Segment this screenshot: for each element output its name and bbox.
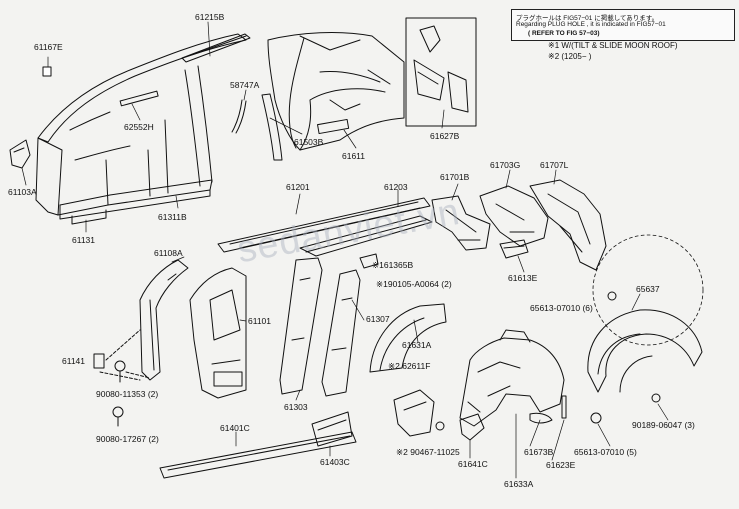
pillar-61108A xyxy=(139,259,189,381)
pillar-61101 xyxy=(189,267,247,399)
part-61641C xyxy=(459,413,485,441)
part-label: 61303 xyxy=(284,402,308,412)
bolt-90080-11353 xyxy=(114,360,126,383)
note-line-english: Regarding PLUG HOLE , it is indicated in… xyxy=(516,21,666,28)
option-note-1: ※1 W/(TILT & SLIDE MOON ROOF) xyxy=(548,41,678,50)
part-label: 61623E xyxy=(546,460,576,470)
inset-61627B-box xyxy=(405,17,477,127)
part-label: ※161365B xyxy=(372,260,413,270)
part-label: 61307 xyxy=(366,314,390,324)
clip-65613-07010-6 xyxy=(607,291,617,301)
part-label: 61215B xyxy=(195,12,225,22)
part-label: 61131 xyxy=(72,235,95,245)
note-line-japanese: プラグホールは FIG57−01 に掲載してあります。 xyxy=(516,15,659,22)
quarter-panel-drawing xyxy=(267,32,405,151)
pillar-61307 xyxy=(321,269,361,397)
part-label: 61611 xyxy=(342,151,365,161)
bolt-90467-11025 xyxy=(435,421,445,431)
bracket-61701B xyxy=(431,195,491,251)
part-label: ※2 90467-11025 xyxy=(396,447,460,457)
roof-rail-61215B xyxy=(181,33,251,63)
part-label: 61401C xyxy=(220,423,250,433)
part-label: 61613E xyxy=(508,273,538,283)
part-label: 65613-07010 (5) xyxy=(574,447,637,457)
part-61623E xyxy=(561,395,567,419)
bolt-90080-17267 xyxy=(112,406,124,427)
clip-61167E xyxy=(42,66,52,77)
brace-61103A xyxy=(9,139,31,169)
part-label: 61141 xyxy=(62,356,85,366)
panel-61703G xyxy=(479,185,549,247)
part-label: 90080-11353 (2) xyxy=(96,389,158,399)
part-label: 61627B xyxy=(430,131,460,141)
wheelhouse-61631A xyxy=(369,303,447,373)
inner-rail-61203 xyxy=(299,215,433,257)
part-label: 58747A xyxy=(230,80,260,90)
part-label: 61101 xyxy=(248,316,271,326)
part-label: ※2 62611F xyxy=(388,361,430,371)
part-label: 61641C xyxy=(458,459,488,469)
part-label: 65613-07010 (6) xyxy=(530,303,593,313)
part-label: 61103A xyxy=(8,187,37,197)
wheelhouse-inner-61633A xyxy=(459,329,565,427)
roof-side-rail-61201 xyxy=(217,197,431,253)
part-label: 62552H xyxy=(124,122,154,132)
panel-61707L xyxy=(529,179,607,271)
part-label: 61201 xyxy=(286,182,310,192)
clip-65613-07010-5 xyxy=(590,412,602,424)
brace-61613E xyxy=(499,239,529,259)
part-label: 61503B xyxy=(294,137,324,147)
part-label: 61707L xyxy=(540,160,569,170)
pillar-61503B xyxy=(261,93,283,161)
part-label: 61203 xyxy=(384,182,408,192)
side-outer-panel-drawing xyxy=(35,33,247,225)
strip-58747A xyxy=(231,99,247,134)
option-note-2: ※2 (1205− ) xyxy=(548,52,592,61)
part-number-labels: 61167E 61215B 58747A 62552H 61103A 61311… xyxy=(8,12,695,489)
part-label: 90080-17267 (2) xyxy=(96,434,159,444)
part-label: 61108A xyxy=(154,248,183,258)
part-label: ※190105-A0064 (2) xyxy=(376,279,452,289)
part-label: 61167E xyxy=(34,42,63,52)
part-label: 61703G xyxy=(490,160,520,170)
part-label: 61403C xyxy=(320,457,350,467)
note-line-refer: ( REFER TO FIG 57−03) xyxy=(528,30,600,37)
brace-62611F xyxy=(393,389,435,437)
plug-hole-note: プラグホールは FIG57−01 に掲載してあります。 Regarding PL… xyxy=(511,9,735,41)
pillar-61303 xyxy=(279,257,323,395)
rocker-61401C xyxy=(159,431,357,479)
part-label: 65637 xyxy=(636,284,660,294)
part-label: 61633A xyxy=(504,479,534,489)
part-label: 61311B xyxy=(158,212,187,222)
bracket-61365B xyxy=(359,253,379,269)
fender-liner-65637 xyxy=(587,309,703,393)
rocker-61403C xyxy=(311,411,353,447)
part-label: 61673B xyxy=(524,447,554,457)
clip-61141 xyxy=(93,353,105,369)
part-label: 61701B xyxy=(440,172,470,182)
bolt-90189-06047 xyxy=(651,393,661,403)
part-61673B xyxy=(529,412,553,424)
part-label: 90189-06047 (3) xyxy=(632,420,695,430)
part-label: 61631A xyxy=(402,340,432,350)
